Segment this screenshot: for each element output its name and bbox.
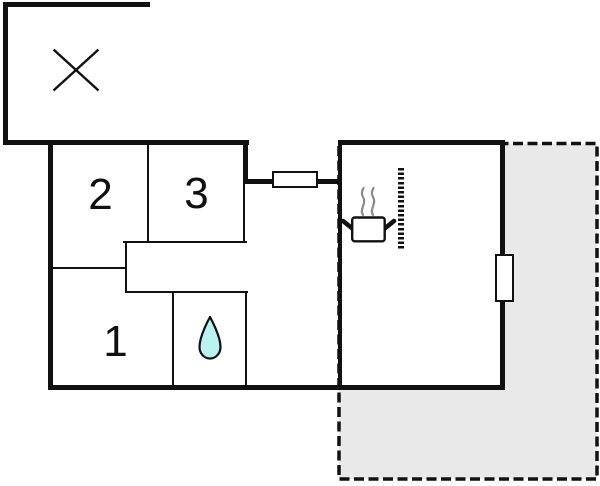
- wall-bathroom-right: [245, 292, 247, 386]
- pot-body: [350, 216, 386, 243]
- room-2-label: 2: [88, 170, 113, 219]
- steam-icon: [370, 186, 376, 217]
- wall-room3-bottom: [123, 241, 247, 243]
- dashed-strip-icon: [398, 168, 404, 251]
- steam-icon: [360, 186, 366, 217]
- window-kitchen-right: [495, 254, 514, 302]
- room-1-label: 1: [103, 317, 128, 366]
- wall-hall-bottom: [125, 291, 248, 293]
- wall-kitchen-top: [338, 140, 505, 145]
- wall-annex-top: [3, 2, 150, 7]
- wall-kitchen-left: [338, 140, 342, 390]
- window-passage: [272, 171, 318, 188]
- x-cross-icon: [52, 48, 100, 92]
- kitchen-floor: [338, 140, 505, 390]
- wall-annex-left: [3, 2, 8, 145]
- wall-room3-step: [243, 140, 248, 184]
- wall-main-left: [48, 140, 53, 390]
- wall-bathroom-left: [172, 292, 174, 386]
- water-drop-icon: [198, 315, 222, 360]
- room-3-label: 3: [184, 169, 209, 218]
- wall-divider-room2-room3: [147, 145, 149, 242]
- wall-room2-bottom: [53, 267, 127, 269]
- wall-main-bottom: [48, 385, 505, 390]
- wall-passage-left: [243, 179, 275, 184]
- cooking-pot-icon: [340, 186, 397, 243]
- wall-room3-right-lower: [243, 182, 245, 243]
- wall-main-top: [3, 140, 249, 145]
- wall-passage-right: [315, 179, 342, 184]
